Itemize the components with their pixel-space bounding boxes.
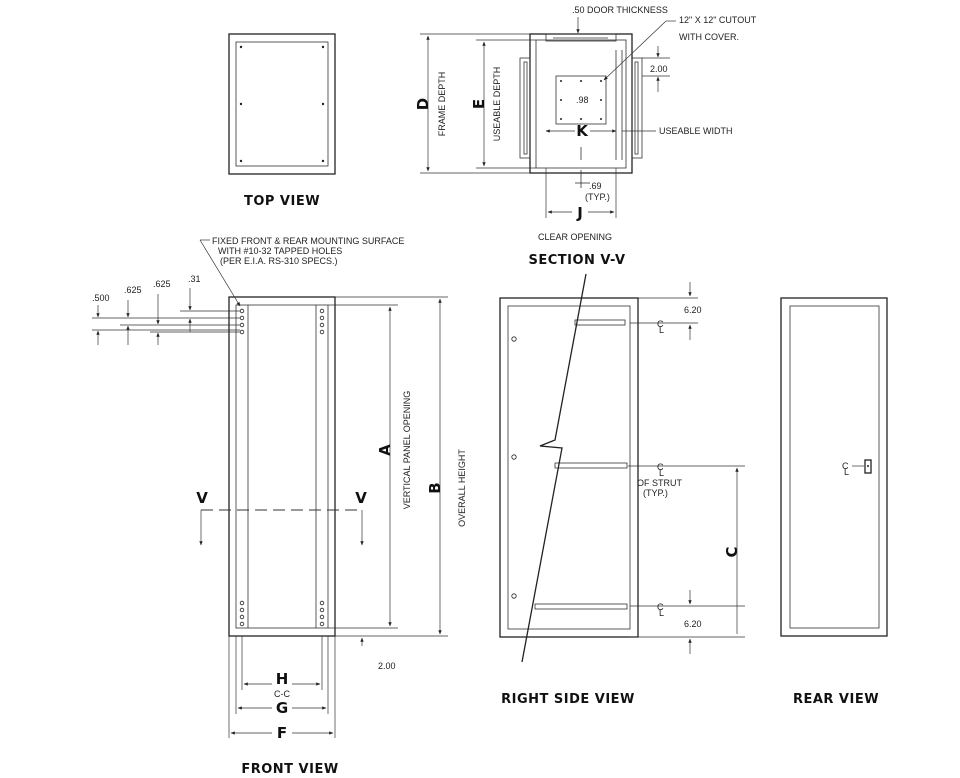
of-strut-typ: (TYP.)	[643, 488, 668, 498]
top-view: TOP VIEW	[228, 33, 336, 209]
latch-icon	[864, 459, 872, 474]
front-view-title: FRONT VIEW	[241, 762, 338, 777]
useable-width-label: USEABLE WIDTH	[659, 126, 733, 136]
frame-depth-label: FRAME DEPTH	[437, 72, 447, 137]
dim-031: .31	[188, 274, 201, 284]
section-inner	[535, 39, 627, 169]
cl-strut-mid-l: L	[659, 468, 664, 478]
door-thickness-note: .50 DOOR THICKNESS	[572, 5, 668, 15]
dim-0500: .500	[92, 293, 110, 303]
cutout-note-line2: WITH COVER.	[679, 32, 739, 42]
left-rail	[519, 57, 531, 159]
dim-letter-h: H	[276, 670, 289, 688]
dim-620-top: 6.20	[684, 305, 702, 315]
dim-0625-b: .625	[153, 279, 171, 289]
dim-098: .98	[576, 95, 589, 105]
right-side-view: 6.20 C L C C L OF STRUT (TYP.) 6.20 C L …	[499, 273, 745, 707]
door-band	[545, 33, 617, 42]
dim-letter-d: D	[414, 98, 432, 110]
section-view-title: SECTION V-V	[528, 253, 625, 268]
front-outer	[228, 296, 336, 637]
cl-strut-mid-c: C	[657, 462, 664, 472]
cc-label: C-C	[274, 689, 290, 699]
dim-069-typ: (TYP.)	[585, 192, 610, 202]
dim-200-front: 2.00	[378, 661, 396, 671]
dim-069: .69	[589, 181, 602, 191]
front-inner	[235, 304, 329, 629]
top-view-title: TOP VIEW	[244, 194, 320, 209]
rear-door	[789, 305, 880, 629]
overall-height-label: OVERALL HEIGHT	[457, 449, 467, 527]
cl-strut-bottom-l: L	[659, 608, 664, 618]
top-view-outer	[228, 33, 336, 175]
dim-letter-j: J	[576, 204, 583, 222]
cl-strut-top-l: L	[659, 325, 664, 335]
section-marker-v-right: V	[355, 489, 367, 507]
cl-rear-c: C	[842, 461, 849, 471]
side-inner	[507, 305, 631, 630]
cl-rear-l: L	[844, 467, 849, 477]
cl-strut-top-c: C	[657, 319, 664, 329]
cutout-cover	[555, 75, 607, 125]
dim-0625-a: .625	[124, 285, 142, 295]
strut-bottom	[534, 603, 628, 610]
dim-letter-c: C	[723, 546, 741, 557]
front-view: FIXED FRONT & REAR MOUNTING SURFACE WITH…	[92, 236, 467, 777]
strut-top	[574, 319, 626, 326]
right-rail	[631, 57, 643, 159]
section-view: D FRAME DEPTH E USEABLE DEPTH .50 DOOR T…	[414, 5, 757, 268]
useable-depth-label: USEABLE DEPTH	[492, 67, 502, 142]
cl-strut-bottom-c: C	[657, 602, 664, 612]
right-side-view-title: RIGHT SIDE VIEW	[501, 692, 635, 707]
dim-letter-b: B	[426, 482, 444, 493]
dim-letter-k: K	[576, 122, 589, 140]
mount-note-line3: (PER E.I.A. RS-310 SPECS.)	[220, 256, 338, 266]
break-line	[521, 273, 587, 663]
rear-view-title: REAR VIEW	[793, 692, 879, 707]
clear-opening-label: CLEAR OPENING	[538, 232, 612, 242]
section-marker-v-left: V	[196, 489, 208, 507]
dim-200-section: 2.00	[650, 64, 668, 74]
dim-letter-f: F	[277, 724, 287, 742]
side-outer	[499, 297, 639, 638]
cutout-note-line1: 12" X 12" CUTOUT	[679, 15, 757, 25]
strut-mid	[554, 462, 628, 469]
mount-note-line1: FIXED FRONT & REAR MOUNTING SURFACE	[212, 236, 404, 246]
dim-620-bottom: 6.20	[684, 619, 702, 629]
top-view-inner	[235, 41, 329, 167]
dim-letter-e: E	[470, 99, 488, 109]
rear-outer	[780, 297, 888, 637]
rear-view: C L REAR VIEW	[780, 297, 888, 707]
dim-letter-g: G	[276, 699, 288, 717]
vertical-panel-opening-label: VERTICAL PANEL OPENING	[402, 391, 412, 510]
of-strut-label: OF STRUT	[637, 478, 682, 488]
dim-letter-a: A	[376, 444, 394, 456]
mount-note-line2: WITH #10-32 TAPPED HOLES	[218, 246, 342, 256]
